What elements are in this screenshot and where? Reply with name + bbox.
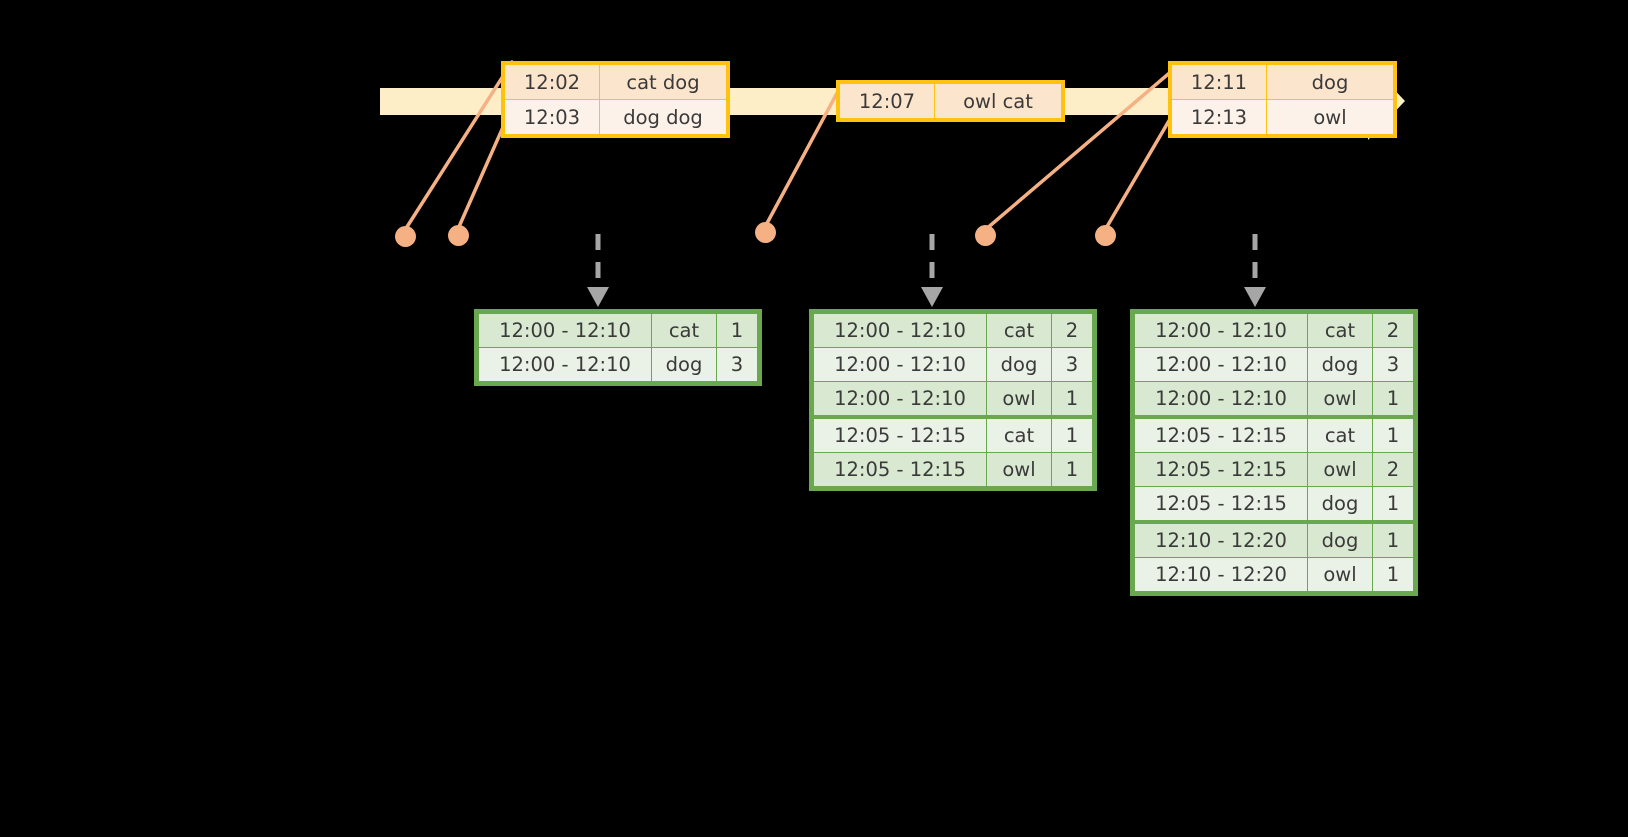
event-time: 12:13	[1171, 99, 1267, 135]
window-cell: 12:00 - 12:10	[478, 347, 652, 382]
dashed-arrowhead	[1244, 287, 1266, 307]
count-cell: 3	[1051, 347, 1093, 382]
event-row: 12:07 owl cat	[839, 83, 1062, 119]
count-cell: 1	[1372, 557, 1414, 592]
count-cell: 3	[1372, 347, 1414, 382]
connector-dot-4	[975, 225, 996, 246]
event-row: 12:13 owl	[1171, 99, 1394, 135]
event-time: 12:02	[504, 64, 600, 100]
word-cell: owl	[986, 381, 1052, 418]
word-cell: dog	[1307, 520, 1373, 558]
window-cell: 12:00 - 12:10	[1134, 313, 1308, 348]
count-cell: 1	[716, 313, 758, 348]
dashed-arrow-1	[587, 234, 609, 307]
count-cell: 1	[1051, 381, 1093, 418]
count-cell: 1	[1051, 452, 1093, 487]
word-cell: cat	[1307, 313, 1373, 348]
window-cell: 12:00 - 12:10	[813, 347, 987, 382]
word-cell: cat	[986, 415, 1052, 453]
window-cell: 12:05 - 12:15	[813, 415, 987, 453]
event-time: 12:11	[1171, 64, 1267, 100]
word-cell: cat	[1307, 415, 1373, 453]
event-row: 12:02 cat dog	[504, 64, 727, 100]
connector-dot-3	[755, 222, 776, 243]
event-time: 12:03	[504, 99, 600, 135]
window-cell: 12:00 - 12:10	[478, 313, 652, 348]
dashed-arrowhead	[921, 287, 943, 307]
count-cell: 1	[1372, 381, 1414, 418]
window-cell: 12:00 - 12:10	[813, 381, 987, 418]
event-value: owl	[1266, 99, 1394, 135]
window-cell: 12:00 - 12:10	[1134, 347, 1308, 382]
window-cell: 12:05 - 12:15	[813, 452, 987, 487]
dashed-arrowhead	[587, 287, 609, 307]
event-value: dog dog	[599, 99, 727, 135]
dashed-arrow-2	[921, 234, 943, 307]
event-box-2: 12:07 owl cat	[836, 80, 1065, 122]
word-cell: owl	[1307, 452, 1373, 487]
event-time: 12:07	[839, 83, 935, 119]
event-value: owl cat	[934, 83, 1062, 119]
count-cell: 2	[1372, 452, 1414, 487]
word-cell: owl	[1307, 557, 1373, 592]
word-cell: dog	[986, 347, 1052, 382]
event-row: 12:03 dog dog	[504, 99, 727, 135]
word-cell: owl	[1307, 381, 1373, 418]
count-cell: 1	[1051, 415, 1093, 453]
connector-dot-2	[448, 225, 469, 246]
window-cell: 12:05 - 12:15	[1134, 486, 1308, 523]
event-box-1: 12:02 cat dog 12:03 dog dog	[501, 61, 730, 138]
window-cell: 12:05 - 12:15	[1134, 452, 1308, 487]
event-row: 12:11 dog	[1171, 64, 1394, 100]
event-value: cat dog	[599, 64, 727, 100]
connector-dot-1	[395, 226, 416, 247]
window-cell: 12:10 - 12:20	[1134, 557, 1308, 592]
event-box-3: 12:11 dog 12:13 owl	[1168, 61, 1397, 138]
word-cell: owl	[986, 452, 1052, 487]
count-cell: 3	[716, 347, 758, 382]
word-cell: dog	[1307, 347, 1373, 382]
word-cell: dog	[1307, 486, 1373, 523]
word-cell: cat	[651, 313, 717, 348]
word-cell: cat	[986, 313, 1052, 348]
event-value: dog	[1266, 64, 1394, 100]
count-cell: 2	[1372, 313, 1414, 348]
count-cell: 1	[1372, 486, 1414, 523]
window-cell: 12:00 - 12:10	[813, 313, 987, 348]
window-cell: 12:05 - 12:15	[1134, 415, 1308, 453]
count-cell: 2	[1051, 313, 1093, 348]
connector-dot-5	[1095, 225, 1116, 246]
dashed-arrow-3	[1244, 234, 1266, 307]
count-cell: 1	[1372, 415, 1414, 453]
window-cell: 12:00 - 12:10	[1134, 381, 1308, 418]
count-cell: 1	[1372, 520, 1414, 558]
window-cell: 12:10 - 12:20	[1134, 520, 1308, 558]
word-cell: dog	[651, 347, 717, 382]
